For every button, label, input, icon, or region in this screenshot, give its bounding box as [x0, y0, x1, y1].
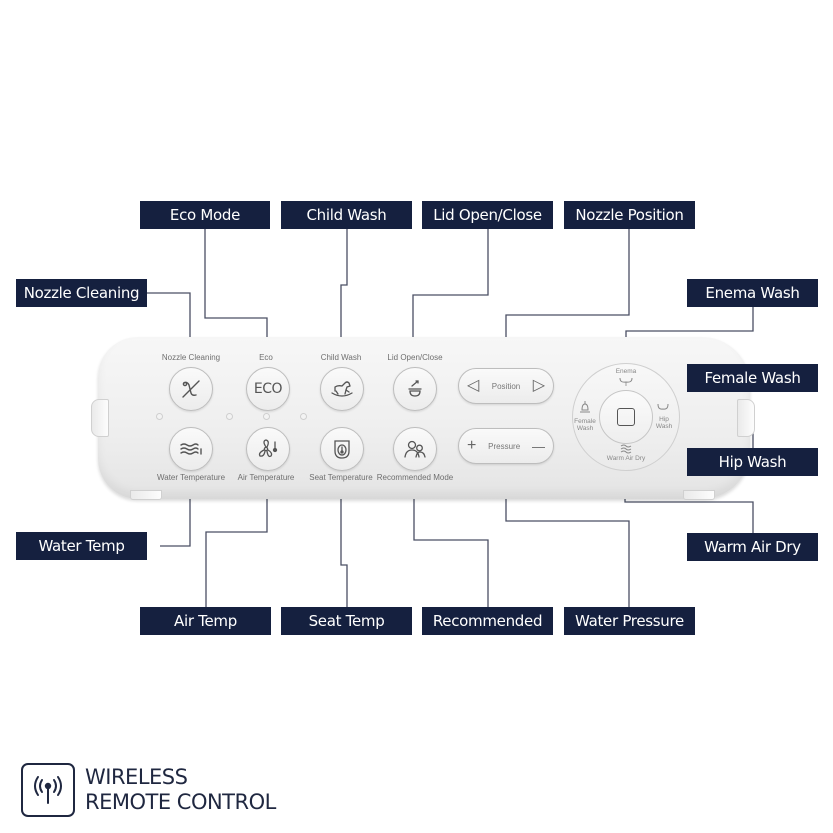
label-eco: Eco — [259, 353, 273, 362]
female-wash-icon — [580, 401, 590, 413]
recommended-mode-button[interactable] — [393, 427, 437, 471]
callout-nozzle-position: Nozzle Position — [564, 201, 695, 229]
bottom-right-foot — [683, 490, 715, 500]
position-right-button[interactable]: ▷ — [532, 377, 545, 394]
air-temperature-button[interactable] — [246, 427, 290, 471]
eco-icon: ECO — [253, 381, 283, 397]
indicator-led — [263, 413, 270, 420]
label-air-temperature: Air Temperature — [237, 473, 295, 482]
callout-seat-temp: Seat Temp — [281, 607, 412, 635]
callout-air-temp: Air Temp — [140, 607, 271, 635]
seat-temperature-button[interactable] — [320, 427, 364, 471]
callout-enema-wash: Enema Wash — [687, 279, 818, 307]
indicator-led — [300, 413, 307, 420]
water-temp-icon — [180, 443, 202, 455]
callout-child-wash: Child Wash — [281, 201, 412, 229]
nozzle-cleaning-icon — [182, 380, 200, 398]
hip-wash-icon — [657, 403, 669, 410]
nozzle-cleaning-button[interactable] — [169, 367, 213, 411]
position-label: Position — [491, 381, 521, 391]
wireless-antenna-icon — [21, 763, 75, 817]
position-control: ◁ Position ▷ — [458, 368, 554, 404]
label-child-wash: Child Wash — [320, 353, 362, 362]
callout-water-pressure: Water Pressure — [564, 607, 695, 635]
lid-open-close-button[interactable] — [393, 367, 437, 411]
dial-hip-wash-label: Hip Wash — [655, 416, 673, 430]
eco-button[interactable]: ECO — [246, 367, 290, 411]
warm-air-icon — [620, 444, 632, 454]
dial-warm-air-dry-label: Warm Air Dry — [606, 455, 646, 462]
pressure-minus-button[interactable]: — — [531, 438, 545, 454]
label-water-temperature: Water Temperature — [156, 473, 226, 482]
callout-eco-mode: Eco Mode — [140, 201, 270, 229]
wireless-remote-badge: WIRELESS REMOTE CONTROL — [21, 763, 276, 817]
stop-square-icon — [617, 408, 635, 426]
water-temperature-button[interactable] — [169, 427, 213, 471]
label-seat-temperature: Seat Temperature — [309, 473, 373, 482]
label-nozzle-cleaning: Nozzle Cleaning — [161, 353, 221, 362]
label-recommended-mode: Recommended Mode — [376, 473, 454, 482]
pressure-label: Pressure — [488, 441, 521, 451]
callout-water-temp: Water Temp — [16, 532, 147, 560]
wash-mode-dial[interactable]: Enema Female Wash Hip Wash Warm Air Dry — [572, 363, 680, 471]
indicator-led — [226, 413, 233, 420]
enema-icon — [619, 377, 633, 386]
footer-line-1: WIRELESS — [85, 765, 188, 789]
position-left-button[interactable]: ◁ — [467, 377, 480, 394]
callout-lid-open-close: Lid Open/Close — [422, 201, 553, 229]
callout-nozzle-cleaning: Nozzle Cleaning — [16, 279, 147, 307]
footer-line-2: REMOTE CONTROL — [85, 790, 276, 814]
pressure-plus-button[interactable]: + — [467, 437, 477, 454]
left-side-clip — [91, 399, 109, 437]
child-wash-button[interactable] — [320, 367, 364, 411]
callout-hip-wash: Hip Wash — [687, 448, 818, 476]
seat-temp-icon — [334, 440, 350, 459]
fan-icon — [258, 439, 278, 458]
pressure-control: + Pressure — — [458, 428, 554, 464]
callout-warm-air-dry: Warm Air Dry — [687, 533, 818, 561]
bottom-left-foot — [130, 490, 162, 500]
callout-female-wash: Female Wash — [687, 364, 818, 392]
dial-enema-label: Enema — [615, 368, 637, 375]
indicator-led — [156, 413, 163, 420]
callout-recommended: Recommended — [422, 607, 553, 635]
stop-button[interactable] — [599, 390, 653, 444]
dial-female-wash-label: Female Wash — [574, 418, 596, 432]
rocking-horse-icon — [331, 381, 353, 397]
label-lid-open-close: Lid Open/Close — [387, 353, 443, 362]
lid-icon — [408, 380, 422, 397]
people-icon — [404, 440, 426, 458]
right-side-clip — [737, 399, 755, 437]
